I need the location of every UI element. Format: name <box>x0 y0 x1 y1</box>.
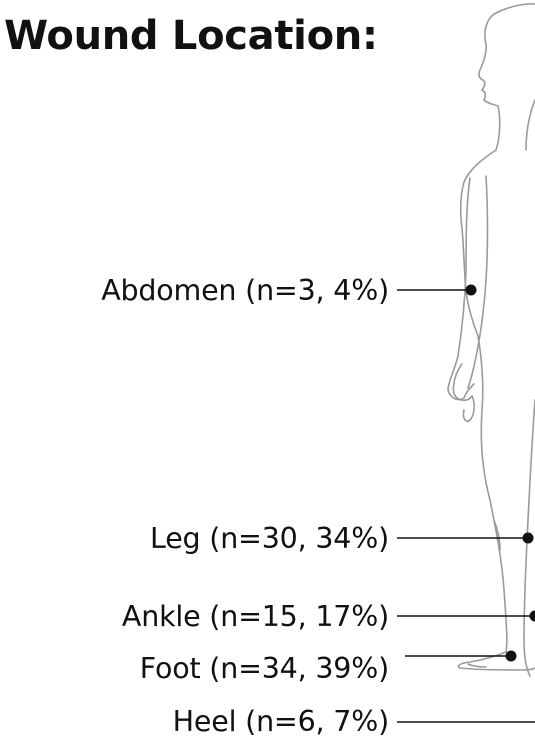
location-label-heel: Heel (n=6, 7%) <box>173 704 389 740</box>
marker-dot-abdomen <box>466 285 477 296</box>
location-label-abdomen: Abdomen (n=3, 4%) <box>101 273 389 309</box>
location-label-leg: Leg (n=30, 34%) <box>150 521 389 557</box>
human-silhouette <box>448 4 535 676</box>
marker-dot-ankle <box>530 611 535 622</box>
marker-dot-leg <box>523 533 534 544</box>
marker-dot-foot <box>506 651 517 662</box>
location-label-ankle: Ankle (n=15, 17%) <box>122 599 389 635</box>
location-label-foot: Foot (n=34, 39%) <box>140 651 389 687</box>
